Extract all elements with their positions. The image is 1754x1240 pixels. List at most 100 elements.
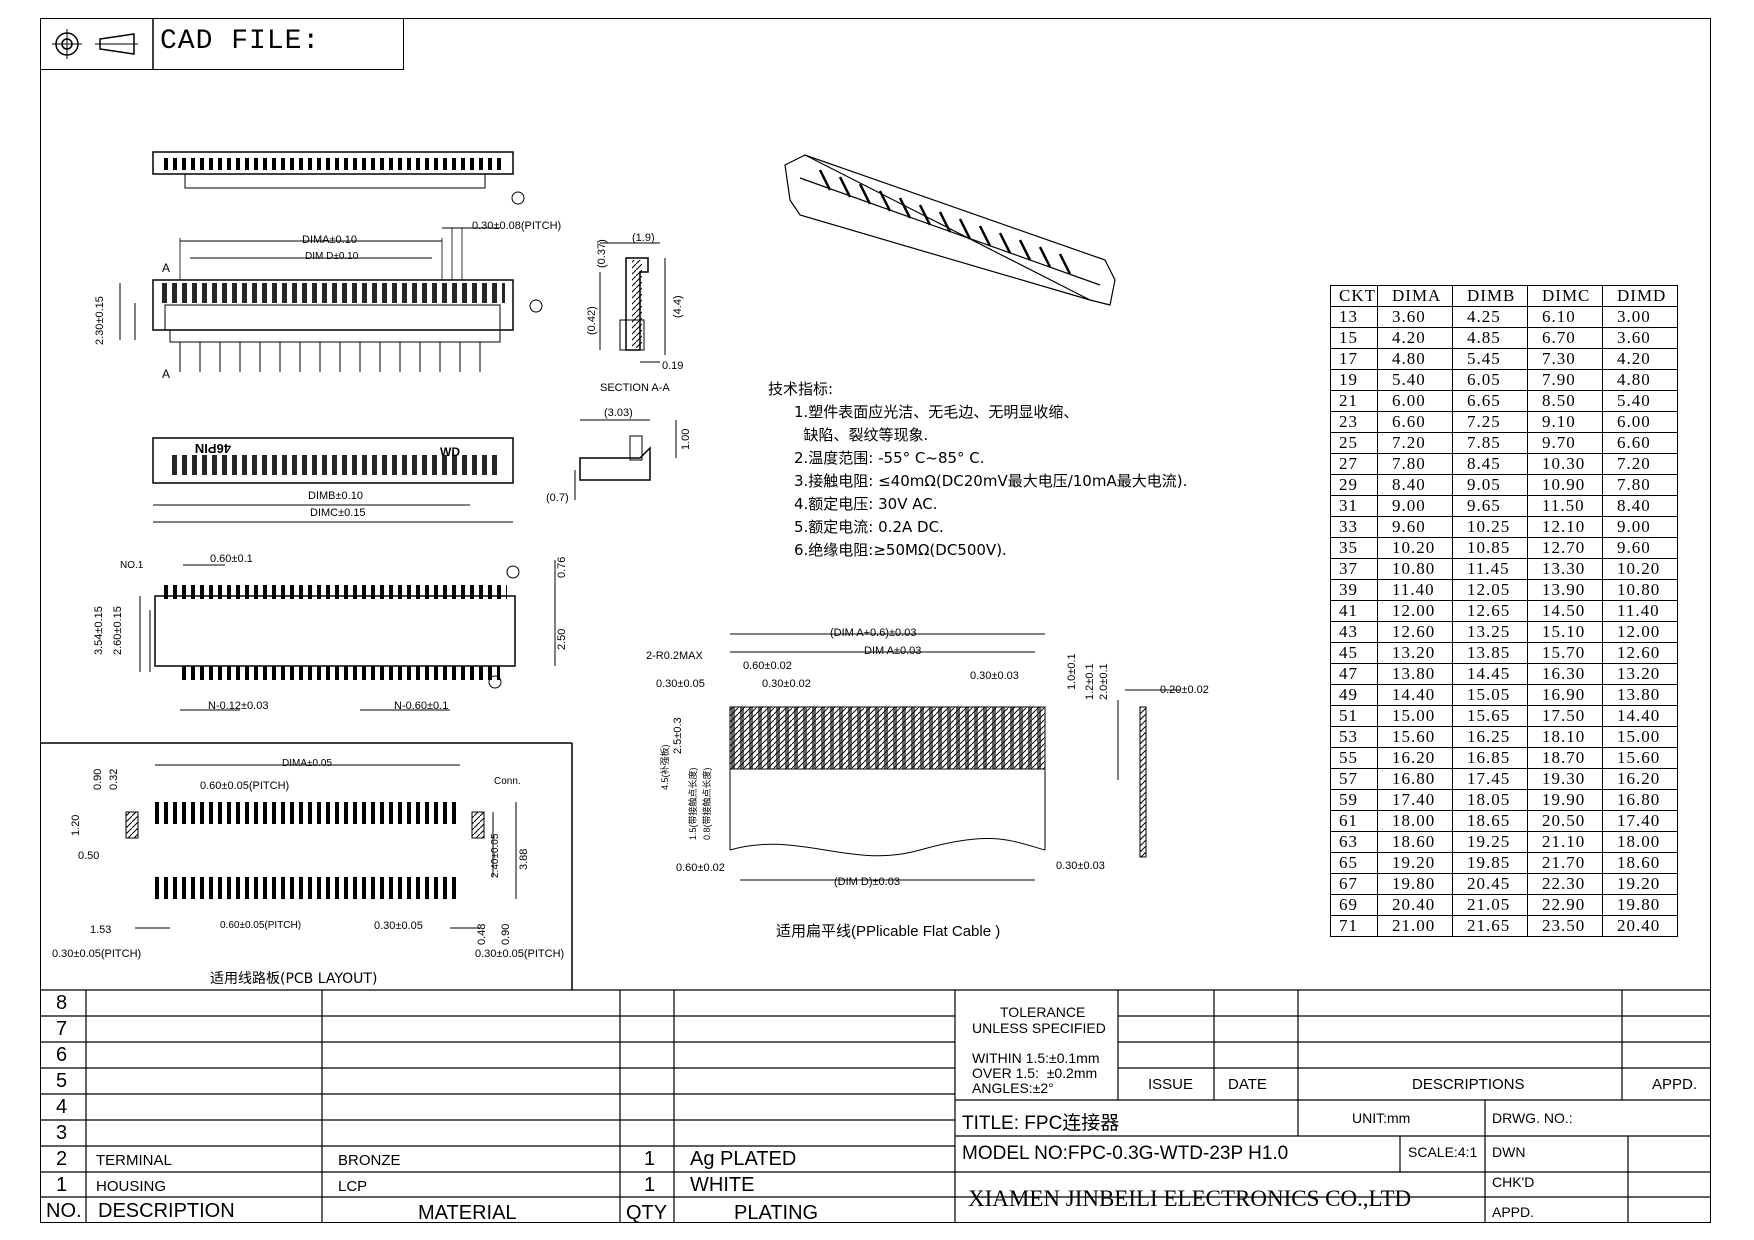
- table-cell: 6.10: [1527, 306, 1603, 328]
- drawing-frame: [40, 18, 1711, 1223]
- table-cell: 15.05: [1452, 684, 1528, 706]
- table-cell: 13.85: [1452, 642, 1528, 664]
- table-cell: 10.80: [1377, 558, 1453, 580]
- label-d019: 0.19: [662, 360, 684, 372]
- table-cell: 51: [1330, 705, 1378, 727]
- table-cell: 13.80: [1377, 663, 1453, 685]
- spec-line: 1.塑件表面应光洁、无毛边、无明显收缩、: [794, 403, 1079, 421]
- table-cell: 20.50: [1527, 810, 1603, 832]
- table-cell: 10.85: [1452, 537, 1528, 559]
- table-cell: 11.45: [1452, 558, 1528, 580]
- table-cell: 59: [1330, 789, 1378, 811]
- spec-title: 技术指标:: [768, 380, 834, 398]
- projection-symbol-icon: [52, 29, 138, 59]
- bom-item-qty: 1: [644, 1148, 656, 1170]
- bom-item-description: HOUSING: [96, 1178, 167, 1195]
- label-dimd003: (DIM D)±0.03: [834, 876, 900, 888]
- scale-label: SCALE:4:1: [1408, 1144, 1478, 1160]
- table-cell: 14.40: [1377, 684, 1453, 706]
- svg-text:A: A: [162, 367, 170, 381]
- cad-file-label: CAD FILE:: [160, 26, 321, 57]
- spec-line: 3.接触电阻: ≤40mΩ(DC20mV最大电压/10mA最大电流).: [794, 472, 1188, 490]
- table-cell: 19.25: [1452, 831, 1528, 853]
- table-cell: 22.30: [1527, 873, 1603, 895]
- table-cell: 6.00: [1602, 411, 1678, 433]
- label-p030-003b: 0.30±0.03: [1056, 860, 1105, 872]
- bom-item-plating: Ag PLATED: [690, 1148, 797, 1170]
- table-cell: 19.30: [1527, 768, 1603, 790]
- label-dima06: (DIM A+0.6)±0.03: [830, 627, 917, 639]
- label-section-aa: SECTION A-A: [600, 382, 670, 394]
- table-cell: 7.25: [1452, 411, 1528, 433]
- table-cell: 12.65: [1452, 600, 1528, 622]
- revision-number: 5: [56, 1070, 68, 1092]
- bom-header-plating: PLATING: [734, 1202, 819, 1224]
- table-cell: 8.45: [1452, 453, 1528, 475]
- top-side-view: [152, 151, 525, 205]
- label-n012: N-0.12±0.03: [208, 700, 269, 712]
- svg-text:WD: WD: [440, 445, 460, 459]
- table-cell: 18.70: [1527, 747, 1603, 769]
- table-cell: 4.85: [1452, 327, 1528, 349]
- bom-item-qty: 1: [644, 1174, 656, 1196]
- label-p060-01: 0.60±0.1: [210, 553, 253, 565]
- table-cell: 9.05: [1452, 474, 1528, 496]
- label-p060-002: 0.60±0.02: [743, 660, 792, 672]
- label-no1: NO.1: [120, 560, 144, 571]
- bom-item-description: TERMINAL: [96, 1152, 172, 1169]
- issue-header: ISSUE: [1148, 1076, 1194, 1093]
- cad-header-box: [40, 18, 404, 70]
- label-p060-005: 0.60±0.05(PITCH): [200, 780, 290, 792]
- table-cell: 10.20: [1377, 537, 1453, 559]
- table-header: DIMB: [1452, 285, 1528, 307]
- table-cell: 19.80: [1602, 894, 1678, 916]
- table-cell: 15.60: [1602, 747, 1678, 769]
- label-r02: 2-R0.2MAX: [646, 650, 703, 662]
- table-cell: 3.60: [1602, 327, 1678, 349]
- table-cell: 16.80: [1602, 789, 1678, 811]
- table-cell: 23.50: [1527, 915, 1603, 937]
- pcb-layout-view: [40, 742, 573, 990]
- table-cell: 14.40: [1602, 705, 1678, 727]
- label-pitch-008: 0.30±0.08(PITCH): [472, 220, 562, 232]
- table-cell: 12.70: [1527, 537, 1603, 559]
- bom-header-no: NO.: [46, 1200, 82, 1222]
- table-cell: 21.00: [1377, 915, 1453, 937]
- table-cell: 49: [1330, 684, 1378, 706]
- flat-cable-view: [729, 633, 1180, 881]
- table-cell: 33: [1330, 516, 1378, 538]
- bom-item-no: 1: [56, 1174, 68, 1196]
- spec-line: 2.温度范围: -55° C~85° C.: [794, 449, 985, 467]
- table-cell: 13.30: [1527, 558, 1603, 580]
- label-d19: (1.9): [632, 232, 655, 244]
- table-header: CKT: [1330, 285, 1378, 307]
- table-cell: 10.30: [1527, 453, 1603, 475]
- table-cell: 61: [1330, 810, 1378, 832]
- top-plan-view: A A: [119, 227, 543, 381]
- table-header: DIMD: [1602, 285, 1678, 307]
- tolerance-line: OVER 1.5: ±0.2mm: [972, 1065, 1098, 1081]
- table-cell: 71: [1330, 915, 1378, 937]
- spec-line: 6.绝缘电阻:≥50MΩ(DC500V).: [794, 541, 1007, 559]
- label-d153: 1.53: [90, 924, 112, 936]
- svg-text:46PIN: 46PIN: [195, 441, 231, 456]
- table-cell: 21.65: [1452, 915, 1528, 937]
- table-cell: 20.40: [1602, 915, 1678, 937]
- company-name: XIAMEN JINBEILI ELECTRONICS CO.,LTD: [968, 1186, 1412, 1211]
- table-cell: 23: [1330, 411, 1378, 433]
- side-profile-view: [574, 419, 677, 500]
- label-n060: N-0.60±0.1: [394, 700, 449, 712]
- label-p030-002: 0.30±0.02: [762, 678, 811, 690]
